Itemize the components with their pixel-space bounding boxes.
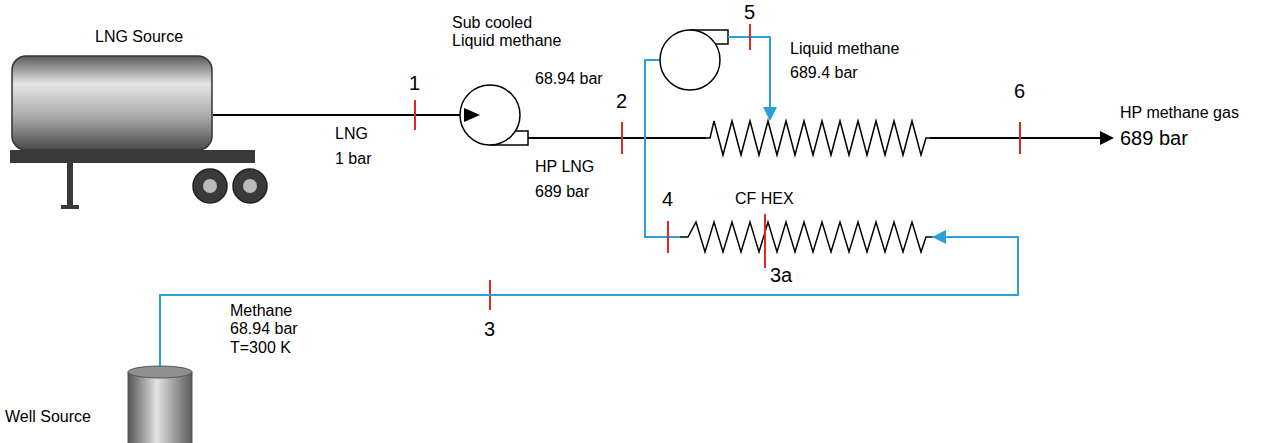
callout-number: 3a — [770, 264, 792, 287]
pipe-line — [160, 237, 1018, 366]
heat-exchanger-coil — [705, 121, 930, 155]
arrow-head — [464, 108, 480, 122]
pressure-label: 689.4 bar — [790, 64, 858, 82]
tank-node: LNG Source — [0, 20, 262, 220]
heat-exchanger-coil — [680, 222, 932, 252]
arrow-head — [932, 230, 946, 244]
callout-number: 2 — [616, 90, 627, 113]
hp-gas-pipe — [930, 137, 1100, 139]
pump-symbol — [460, 85, 520, 145]
pressure-label: 689 bar — [1120, 127, 1188, 150]
station-marker — [1019, 122, 1021, 154]
node-heading: Well Source — [5, 408, 91, 426]
trailer-wheel — [193, 169, 227, 203]
pipe-connector — [160, 230, 1018, 366]
pressure-label: 689 bar — [535, 183, 589, 201]
callout-number: 3 — [484, 318, 495, 341]
stream-label: HP methane gas — [1120, 104, 1239, 122]
wheel-hub — [203, 179, 217, 193]
well-node: Well Source — [0, 366, 195, 443]
arrow-head — [763, 107, 777, 121]
node-heading: CF HEX — [735, 190, 794, 208]
station-marker — [414, 100, 416, 130]
node-heading: LNG Source — [95, 28, 183, 46]
station-marker — [764, 214, 766, 268]
callout-number: 1 — [409, 72, 420, 95]
pressure-label: 1 bar — [335, 150, 371, 168]
trailer-foot — [61, 205, 79, 209]
hp-lng-pipe — [528, 137, 706, 139]
heat-exchanger-node: CF HEX — [680, 186, 932, 256]
stream-label: HP LNG — [535, 158, 594, 176]
arrow-head — [1100, 131, 1114, 145]
stream-label: Sub cooled Liquid methane — [452, 14, 567, 51]
stream-label: Liquid methane — [790, 40, 899, 58]
pump-symbol — [660, 30, 720, 90]
lng-pipe — [213, 114, 464, 116]
wheel-hub — [243, 179, 257, 193]
tank-body — [12, 56, 212, 150]
well-top — [128, 366, 192, 378]
callout-number: 6 — [1014, 80, 1025, 103]
station-marker — [667, 221, 669, 253]
callout-number: 5 — [744, 1, 755, 24]
stream-label: LNG — [335, 125, 368, 143]
trailer-chassis — [10, 150, 255, 163]
stream-label: Methane 68.94 bar T=300 K — [230, 302, 302, 357]
trailer-wheel — [233, 169, 267, 203]
station-marker — [749, 24, 751, 50]
station-marker — [621, 122, 623, 154]
trailer-leg — [67, 163, 73, 207]
well-cylinder — [128, 372, 192, 443]
pressure-label: 68.94 bar — [535, 70, 603, 88]
callout-number: 4 — [662, 188, 673, 211]
